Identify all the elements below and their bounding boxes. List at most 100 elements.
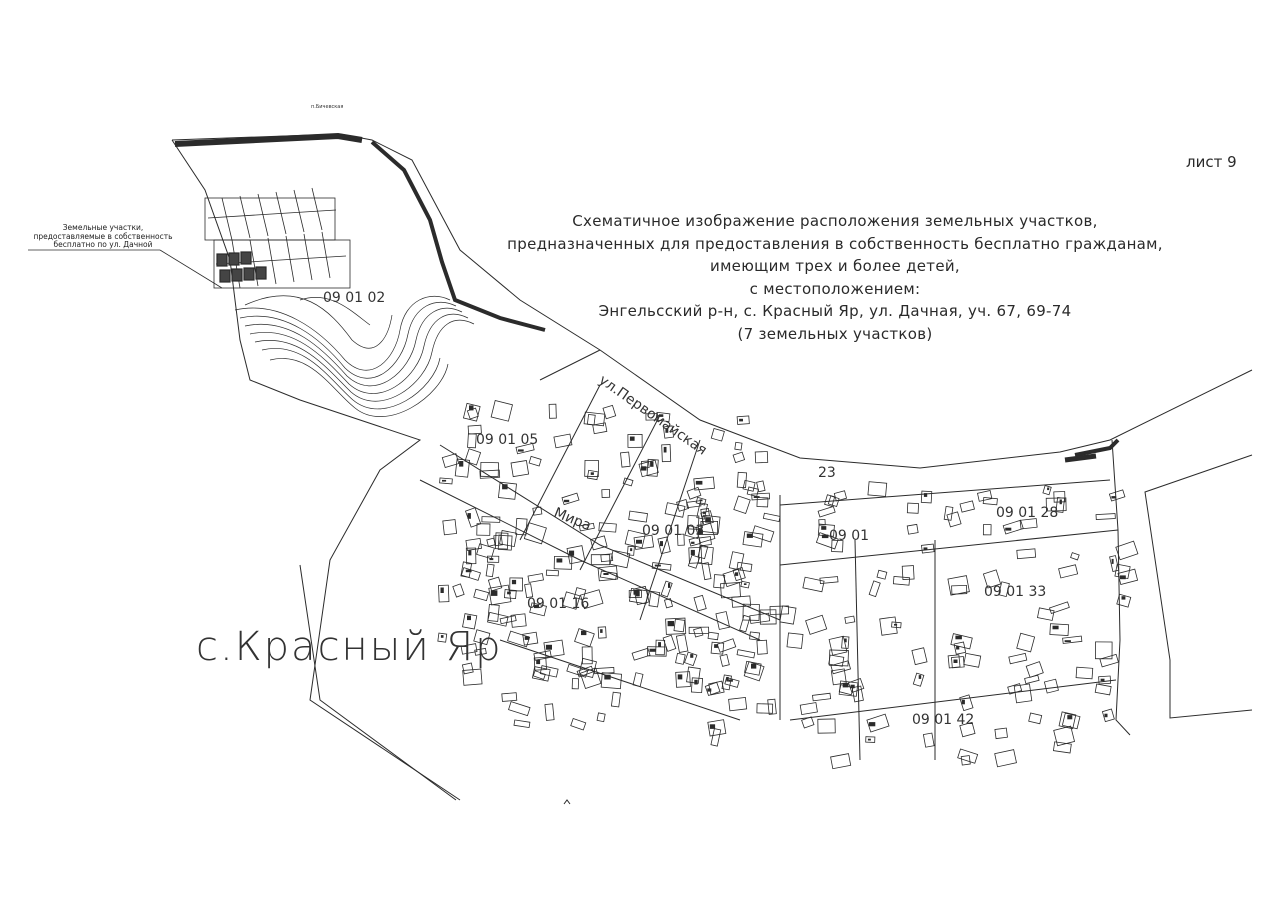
building xyxy=(609,549,631,569)
building xyxy=(732,451,746,464)
building xyxy=(1101,708,1115,723)
building xyxy=(946,511,962,528)
contour-lines xyxy=(234,295,475,417)
building xyxy=(597,626,607,639)
building xyxy=(1058,711,1077,730)
building xyxy=(533,656,547,671)
building xyxy=(664,502,686,518)
building xyxy=(1109,555,1120,573)
building xyxy=(532,506,543,516)
sheet-number: лист 9 xyxy=(1186,153,1237,171)
building xyxy=(646,646,667,657)
north-caret xyxy=(563,799,571,805)
building xyxy=(828,635,848,656)
building xyxy=(957,748,979,764)
building-fill xyxy=(440,635,444,638)
building xyxy=(531,666,551,682)
street-label-mira: Мира xyxy=(552,505,594,534)
building-fill xyxy=(604,674,611,680)
building-fill xyxy=(844,638,847,643)
building xyxy=(697,544,709,560)
building xyxy=(994,727,1008,740)
allocated-plots xyxy=(216,251,267,283)
building xyxy=(462,668,483,686)
top-small-label: п.Бичевская xyxy=(311,104,343,110)
block-label-0901: 09 01 xyxy=(829,528,869,544)
building xyxy=(1002,519,1024,535)
building xyxy=(1070,552,1080,561)
building-fill xyxy=(603,573,609,575)
building-fill xyxy=(1047,487,1050,491)
building xyxy=(876,569,888,580)
building xyxy=(655,411,671,423)
building-fill xyxy=(659,414,664,417)
building xyxy=(724,677,740,688)
building xyxy=(731,595,752,608)
building xyxy=(736,649,756,659)
building xyxy=(633,534,655,550)
building xyxy=(1052,741,1072,754)
building-fill xyxy=(590,472,594,475)
building-fill xyxy=(753,496,760,498)
building-fill xyxy=(707,688,712,692)
building xyxy=(892,575,911,586)
building xyxy=(1048,601,1070,614)
building xyxy=(487,555,500,563)
building xyxy=(473,629,491,646)
building-fill xyxy=(961,699,965,705)
building xyxy=(1053,491,1066,503)
building-fill xyxy=(894,623,898,626)
block-label-090133: 09 01 33 xyxy=(984,584,1046,600)
building xyxy=(574,628,595,648)
building-fill xyxy=(581,630,587,636)
building xyxy=(1037,607,1055,621)
building xyxy=(697,545,714,565)
building xyxy=(586,469,599,481)
building xyxy=(1008,652,1028,665)
building xyxy=(696,502,708,520)
building xyxy=(601,488,611,499)
building xyxy=(818,519,826,526)
building xyxy=(442,519,458,536)
building xyxy=(1042,485,1052,496)
building xyxy=(465,538,482,551)
building xyxy=(579,667,602,690)
building xyxy=(438,584,450,603)
building xyxy=(527,573,544,583)
building xyxy=(686,486,702,500)
building-fill xyxy=(440,587,444,593)
building xyxy=(566,545,586,565)
block-label-090103: 09 01 03 xyxy=(642,523,704,539)
building-fill xyxy=(1121,596,1126,600)
building xyxy=(817,718,836,734)
building xyxy=(474,647,487,656)
building xyxy=(833,490,848,502)
building xyxy=(598,522,617,533)
building xyxy=(683,651,698,667)
building xyxy=(767,698,777,715)
building-fill xyxy=(702,511,706,514)
building xyxy=(592,422,608,435)
building xyxy=(499,530,518,548)
building xyxy=(675,671,691,688)
building xyxy=(751,525,775,543)
building xyxy=(510,460,530,478)
building xyxy=(610,691,621,708)
building-fill xyxy=(1111,496,1117,499)
building xyxy=(815,532,839,550)
block-label-23: 23 xyxy=(818,465,836,481)
building-fill xyxy=(1067,715,1073,720)
building xyxy=(959,694,974,712)
building xyxy=(742,479,756,492)
building xyxy=(1025,661,1044,678)
building xyxy=(963,652,982,668)
building xyxy=(756,639,768,655)
building xyxy=(473,588,490,602)
building xyxy=(599,570,618,580)
building-fill xyxy=(923,547,928,550)
building xyxy=(911,647,928,666)
building xyxy=(497,481,517,500)
building xyxy=(719,653,730,667)
building xyxy=(686,666,701,684)
